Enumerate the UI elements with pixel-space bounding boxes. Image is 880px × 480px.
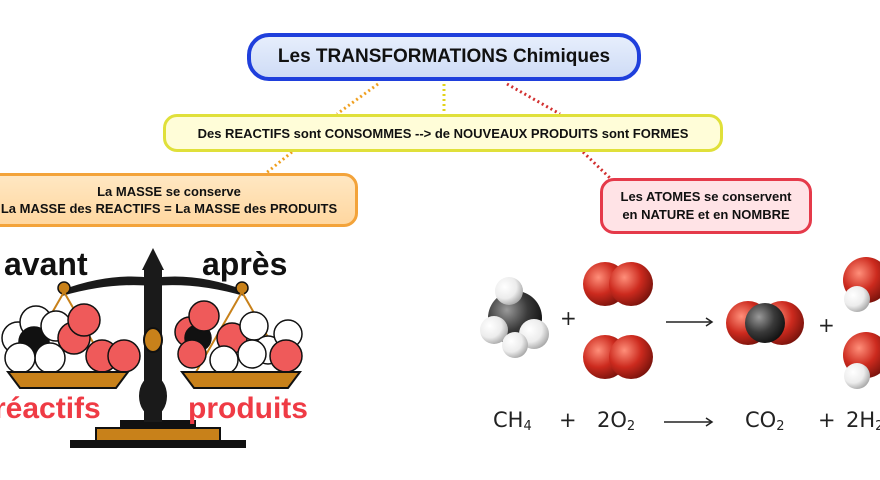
- connector-title-def-orange: [336, 82, 379, 116]
- formula-h2o: 2H2: [846, 408, 880, 434]
- formula-co2: CO2: [745, 408, 785, 434]
- atom-conservation-node: Les ATOMES se conservent en NATURE et en…: [600, 178, 812, 234]
- methane-model: [480, 277, 549, 358]
- reactant-molecules: [1, 303, 141, 374]
- scale-pan-right: [180, 371, 302, 389]
- page-title: Les TRANSFORMATIONS Chimiques: [277, 46, 611, 67]
- scale-knob: [139, 376, 167, 416]
- molecule-models: + +: [480, 257, 880, 389]
- scale-base-top: [95, 427, 221, 442]
- label-products: produits: [188, 392, 308, 425]
- connectors: [264, 82, 614, 182]
- formula-plus-2: +: [818, 408, 836, 432]
- atoms-line-1: Les ATOMES se conservent: [620, 189, 792, 204]
- co2-model: [726, 301, 804, 345]
- oxygen-model-1: [583, 262, 653, 306]
- definition-text: Des REACTIFS sont CONSOMMES --> de NOUVE…: [197, 125, 689, 141]
- water-model-2: [843, 332, 880, 389]
- label-after: après: [202, 246, 287, 282]
- oxygen-model-2: [583, 335, 653, 379]
- connector-title-def-red: [506, 82, 561, 116]
- model-arrow: [666, 317, 714, 327]
- connector-def-atoms: [581, 150, 614, 182]
- scale-beam: [62, 276, 244, 296]
- scale-knob-mid: [143, 327, 163, 353]
- model-plus-2: +: [818, 313, 835, 337]
- mass-conservation-node: La MASSE se conserve La MASSE des REACTI…: [0, 173, 358, 227]
- connector-def-mass: [264, 150, 293, 176]
- product-molecules: [174, 300, 303, 375]
- scale-pan-left: [6, 371, 130, 389]
- equation-arrow: [664, 417, 714, 427]
- label-before: avant: [4, 246, 88, 282]
- definition-node: Des REACTIFS sont CONSOMMES --> de NOUVE…: [163, 114, 723, 152]
- formula-plus-1: +: [559, 408, 577, 432]
- scale-top: [142, 248, 164, 270]
- balance-scale-illustration: avant après réactifs produits: [0, 246, 308, 448]
- water-model-1: [843, 257, 880, 312]
- label-reactants: réactifs: [0, 392, 101, 425]
- scale-base: [70, 440, 246, 448]
- model-plus-1: +: [560, 306, 577, 330]
- atoms-line-2: en NATURE et en NOMBRE: [622, 207, 790, 222]
- mass-line-1: La MASSE se conserve: [97, 184, 241, 199]
- formula-ch4: CH4: [493, 408, 532, 434]
- scale-foot: [120, 420, 196, 429]
- mass-line-2: La MASSE des REACTIFS = La MASSE des PRO…: [0, 201, 338, 216]
- formula-o2: 2O2: [597, 408, 636, 434]
- title-node: Les TRANSFORMATIONS Chimiques: [247, 33, 641, 81]
